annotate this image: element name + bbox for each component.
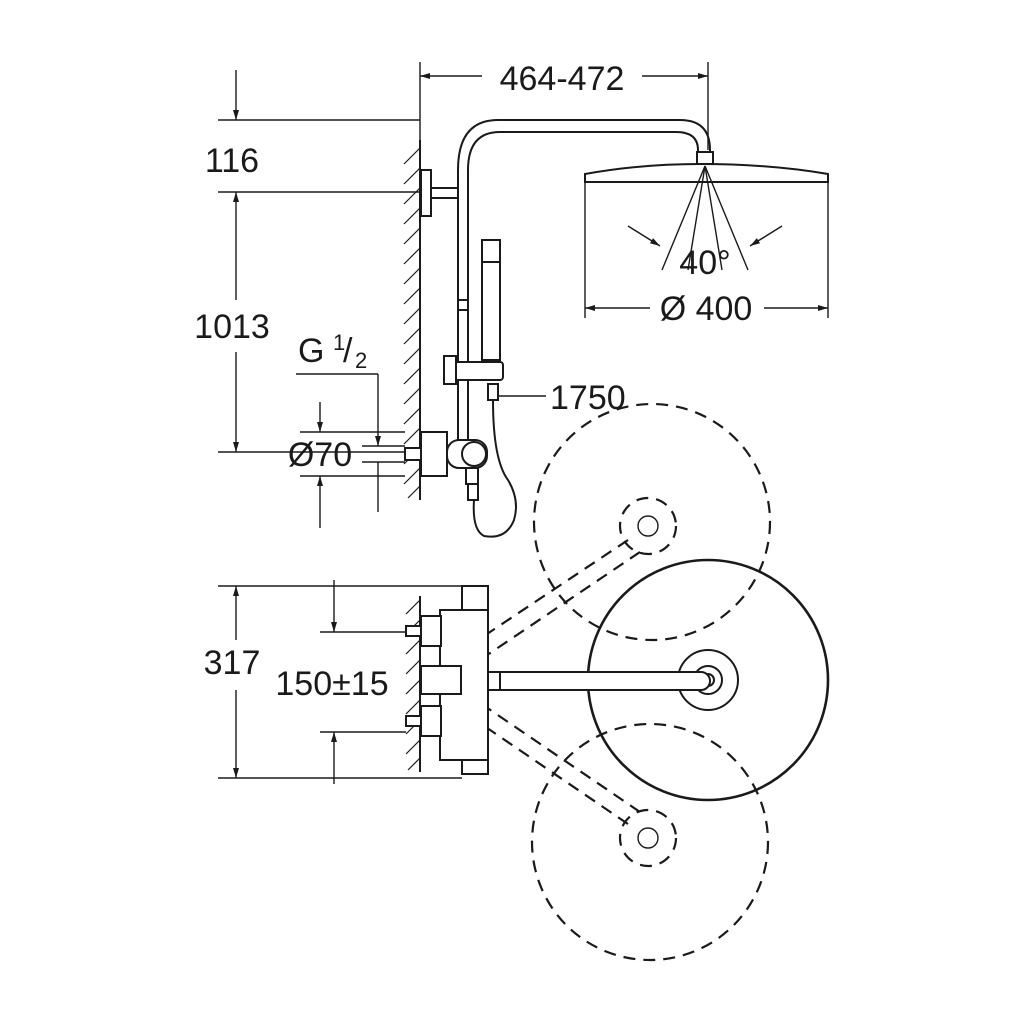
connector-diameter-dimension: Ø70 [288,402,405,528]
shower-hose [472,399,517,538]
swivel-position-lower [451,691,770,962]
thread-denominator: 2 [355,348,367,373]
shower-arm [457,119,711,171]
top-plan-view: 317 150±15 [204,402,830,962]
riser-pipe [457,170,469,440]
centers-height-dimension: 317 [204,585,462,779]
top-width-dimension: 464-472 [419,60,709,150]
side-elevation-view: 40° Ø 400 464-472 [194,60,829,538]
thread-fraction-slash: / [343,332,353,370]
connector-diameter-label: Ø70 [288,436,352,474]
thread-numerator: 1 [333,330,345,355]
centers-height-label: 317 [204,644,261,682]
mixer-valve [404,431,488,501]
bar-height-label: 1013 [194,308,270,346]
wall-hatching-upper [403,140,421,500]
top-width-label: 464-472 [500,60,625,98]
projection-dimension: 150±15 [275,580,406,784]
projection-label: 150±15 [275,665,388,703]
wall-bracket [420,169,432,217]
wall-hatching-lower [405,596,421,772]
hose-length-callout: 1750 [498,379,626,417]
thread-size-dimension: G 1 / 2 [296,330,405,512]
spray-angle-indicator: 40° [627,165,783,282]
hand-shower [443,239,504,401]
head-diameter-dimension: Ø 400 [584,182,829,328]
vertical-dimension-chain: 116 1013 [194,70,420,453]
thermostat-body-plan [405,585,489,775]
thread-label: G [298,332,324,370]
head-diameter-label: Ø 400 [660,290,753,328]
spray-angle-label: 40° [679,244,730,282]
head-offset-label: 116 [205,142,259,180]
hose-length-label: 1750 [550,379,626,417]
